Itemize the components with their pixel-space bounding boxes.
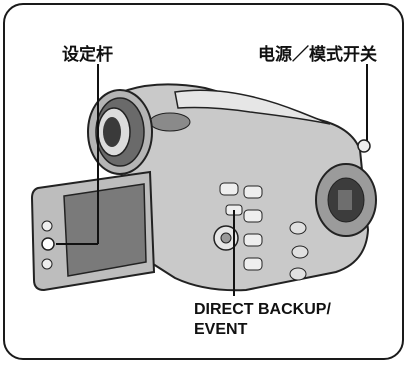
panel-button	[243, 233, 263, 247]
dial-center	[220, 232, 232, 244]
panel-button	[243, 185, 263, 199]
lens-glass	[103, 117, 121, 147]
panel-button	[243, 257, 263, 271]
direct-backup-label-line1: DIRECT BACKUP/	[194, 301, 331, 318]
side-button	[289, 221, 307, 235]
side-button	[291, 245, 309, 259]
power-mode-switch-label: 电源／模式开关	[258, 45, 377, 64]
direct-backup-label: DIRECT BACKUP/ EVENT	[194, 300, 394, 340]
set-lever-label: 设定杆	[62, 45, 113, 64]
lcd-screen	[63, 183, 147, 277]
panel-button	[243, 209, 263, 223]
speaker-grille	[149, 112, 191, 132]
monitor-button	[41, 258, 53, 270]
set-lever-knob	[41, 237, 55, 251]
power-switch	[357, 139, 371, 153]
monitor-button	[41, 220, 53, 232]
panel-button	[219, 182, 239, 196]
camcorder-top-handle	[174, 89, 331, 125]
side-button	[289, 267, 307, 281]
viewfinder-screen	[338, 190, 352, 210]
direct-backup-label-line2: EVENT	[194, 321, 248, 338]
